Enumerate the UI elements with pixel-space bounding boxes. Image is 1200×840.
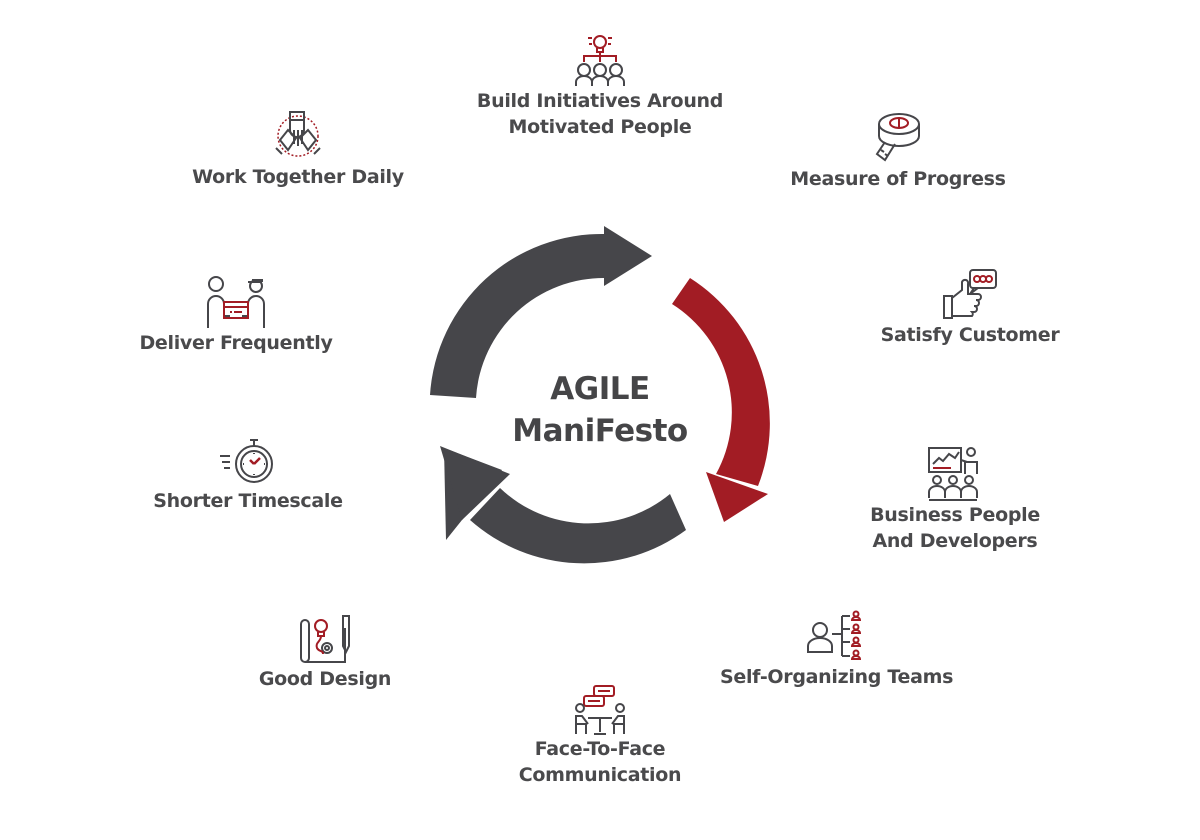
principle-good-design: Good Design xyxy=(230,610,420,692)
principle-label-line1: Deliver Frequently xyxy=(139,332,333,354)
measuring-tape-icon xyxy=(875,113,920,162)
team-hierarchy-icon xyxy=(807,610,862,660)
lightbulb-team-icon xyxy=(575,35,625,86)
principle-label-line1: Satisfy Customer xyxy=(880,324,1060,346)
principle-label-line1: Shorter Timescale xyxy=(153,490,343,512)
principle-work-together: Work Together Daily xyxy=(176,108,420,190)
principle-label-line1: Good Design xyxy=(258,668,392,690)
principle-label-line1: Work Together Daily xyxy=(192,166,404,188)
principle-self-organizing: Self-Organizing Teams xyxy=(720,610,954,690)
principle-label-line1: Build Initiatives Around xyxy=(476,90,724,112)
principle-label-line2: And Developers xyxy=(872,530,1038,552)
meeting-chat-icon xyxy=(575,685,625,735)
principle-label-line1: Business People xyxy=(870,504,1040,526)
principle-deliver-frequently: Deliver Frequently xyxy=(126,274,346,356)
cycle-arrow-top xyxy=(430,226,652,398)
cycle-arrow-right xyxy=(672,278,770,522)
principle-measure-progress: Measure of Progress xyxy=(770,110,1026,192)
principle-shorter-timescale: Shorter Timescale xyxy=(140,434,356,514)
principle-label-line1: Self-Organizing Teams xyxy=(720,666,954,688)
stopwatch-icon xyxy=(220,439,273,483)
center-title-line1: AGILE xyxy=(550,371,650,407)
package-delivery-icon xyxy=(207,276,265,328)
stacked-hands-icon xyxy=(275,111,321,157)
principle-label-line1: Measure of Progress xyxy=(790,168,1006,190)
thumbs-up-rating-icon xyxy=(943,269,997,319)
principle-label-line2: Motivated People xyxy=(508,116,692,138)
presentation-audience-icon xyxy=(928,447,978,501)
principle-build-initiatives: Build Initiatives Around Motivated Peopl… xyxy=(450,32,750,140)
center-title-line2: ManiFesto xyxy=(512,413,688,449)
principle-label-line2: Communication xyxy=(518,764,682,786)
cycle-arrow-bottom xyxy=(440,446,686,564)
design-blueprint-icon xyxy=(300,615,350,663)
center-title: AGILE ManiFesto xyxy=(480,368,720,452)
principle-business-developers: Business People And Developers xyxy=(840,444,1070,554)
principle-face-to-face: Face-To-Face Communication xyxy=(490,684,710,788)
principle-label-line1: Face-To-Face xyxy=(534,738,666,760)
principle-satisfy-customer: Satisfy Customer xyxy=(860,266,1080,348)
